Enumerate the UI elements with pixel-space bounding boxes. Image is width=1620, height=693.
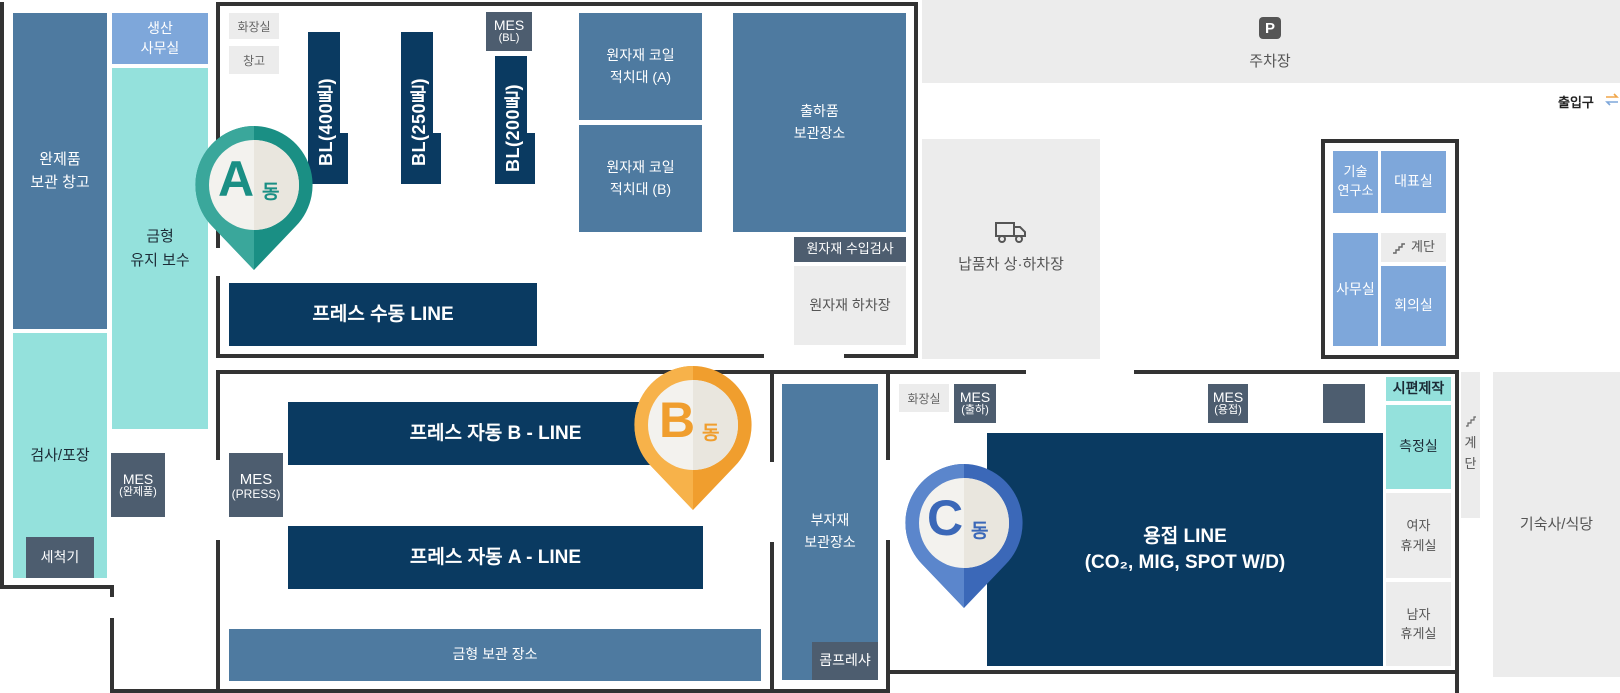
wall — [1134, 370, 1459, 374]
wall — [914, 2, 918, 358]
mes-shipping: MES (출하) — [954, 384, 996, 423]
pin-c-letter: C — [927, 490, 964, 546]
wall — [886, 670, 1459, 674]
production-office: 생산 사무실 — [112, 13, 208, 64]
pin-b-letter: B — [659, 392, 696, 448]
mes-label: MES — [493, 17, 525, 34]
mes-sub-label: (출하) — [961, 404, 989, 417]
stairs-label: 계단 — [1411, 239, 1435, 255]
finished-goods-warehouse: 완제품 보관 창고 — [13, 13, 107, 329]
pin-a-suffix: 동 — [262, 182, 280, 203]
mes-sub-label: (용접) — [1214, 404, 1242, 417]
raw-material-unloading: 원자재 하차장 — [794, 266, 906, 345]
mes-sub-label: (완제품) — [119, 485, 157, 498]
restroom-a: 화장실 — [229, 13, 279, 39]
delivery-dock-label: 납품차 상·하차장 — [958, 256, 1064, 274]
bl-200-label: BL(200톤) — [503, 83, 523, 172]
mold-maintenance: 금형 유지 보수 — [112, 68, 208, 429]
mes-finished-goods: MES (완제품) — [111, 453, 165, 517]
incoming-inspection: 원자재 수입검사 — [794, 237, 906, 262]
press-manual-line: 프레스 수동 LINE — [229, 283, 537, 346]
stairs-icon — [1465, 416, 1476, 427]
delivery-dock: 납품차 상·하차장 — [922, 139, 1100, 359]
stairs-office: 계단 — [1381, 233, 1446, 262]
pin-building-a — [195, 126, 313, 270]
wall — [886, 370, 890, 460]
wall — [216, 354, 764, 358]
pin-c-suffix: 동 — [971, 521, 989, 542]
wall — [770, 542, 774, 693]
women-lounge: 여자 휴게실 — [1386, 493, 1451, 578]
press-auto-b-line: 프레스 자동 B - LINE — [288, 402, 703, 465]
wall — [1321, 355, 1459, 359]
wall — [0, 585, 114, 589]
raw-coil-rack-b: 원자재 코일 적치대 (B) — [579, 125, 702, 232]
dormitory-cafeteria: 기숙사/식당 — [1493, 372, 1620, 677]
wall — [110, 689, 890, 693]
storage-a: 창고 — [229, 46, 279, 74]
measurement-room: 측정실 — [1386, 405, 1451, 489]
meeting-room: 회의실 — [1381, 266, 1446, 346]
entrance-label: 출입구 — [1558, 95, 1594, 110]
entrance-arrows-icon — [1605, 93, 1619, 106]
stairs-icon — [1393, 242, 1406, 254]
stairs-side: 계 단 — [1461, 372, 1480, 518]
wall — [110, 585, 114, 597]
wall — [1321, 139, 1325, 359]
welding-line: 용접 LINE (CO₂, MIG, SPOT W/D) — [987, 433, 1383, 666]
bl-200-base — [519, 133, 535, 184]
bl-400-base — [332, 133, 348, 184]
wall — [216, 540, 220, 693]
mes-sub-label: (BL) — [498, 32, 520, 45]
wall — [0, 2, 4, 589]
mes-press: MES (PRESS) — [229, 453, 283, 517]
mes-label: MES — [1212, 389, 1244, 406]
pin-a-letter: A — [218, 151, 255, 207]
truck-icon — [995, 222, 1026, 244]
wall — [770, 370, 774, 462]
mes-label: MES — [122, 470, 154, 487]
mes-label: MES — [959, 389, 991, 406]
raw-coil-rack-a: 원자재 코일 적치대 (A) — [579, 13, 702, 120]
wall — [216, 370, 890, 374]
stairs-side-label: 계 단 — [1464, 435, 1477, 471]
wall — [886, 540, 890, 693]
mes-bl: MES (BL) — [486, 12, 532, 51]
wall — [1455, 139, 1459, 359]
wall — [110, 618, 114, 693]
restroom-c: 화장실 — [899, 384, 949, 412]
wall — [886, 370, 1026, 374]
office-room: 사무실 — [1333, 233, 1378, 346]
wall — [1321, 139, 1459, 143]
prototype-room: 시편제작 — [1386, 377, 1451, 401]
pin-building-c — [905, 464, 1023, 608]
wall — [1455, 370, 1459, 693]
bl-400-label: BL(400톤) — [316, 77, 336, 166]
wall — [216, 2, 220, 248]
pin-b-suffix: 동 — [702, 423, 720, 444]
compressor: 콤프레샤 — [812, 642, 878, 680]
pin-building-b — [634, 366, 752, 510]
washer: 세척기 — [26, 537, 94, 578]
shipping-storage: 출하품 보관장소 — [733, 13, 906, 232]
bl-250-label: BL(250톤) — [409, 77, 429, 166]
parking-label: 주차장 — [1249, 53, 1291, 70]
wall — [216, 370, 220, 460]
men-lounge: 남자 휴게실 — [1386, 582, 1451, 666]
parking-icon: P — [1259, 17, 1281, 39]
mes-welding: MES (용접) — [1208, 384, 1248, 423]
wall — [216, 2, 918, 6]
press-auto-a-line: 프레스 자동 A - LINE — [288, 526, 703, 589]
parking-area — [922, 0, 1620, 83]
mes-label: MES — [239, 470, 273, 488]
equipment-block — [1323, 384, 1365, 423]
tech-research-lab: 기술 연구소 — [1333, 151, 1378, 213]
bl-250-base — [425, 133, 441, 184]
wall — [844, 354, 918, 358]
sub-material-storage: 부자재 보관장소 — [782, 384, 878, 680]
wall — [216, 276, 220, 356]
ceo-office: 대표실 — [1381, 151, 1446, 213]
mold-storage: 금형 보관 장소 — [229, 629, 761, 681]
mes-sub-label: (PRESS) — [231, 486, 281, 501]
